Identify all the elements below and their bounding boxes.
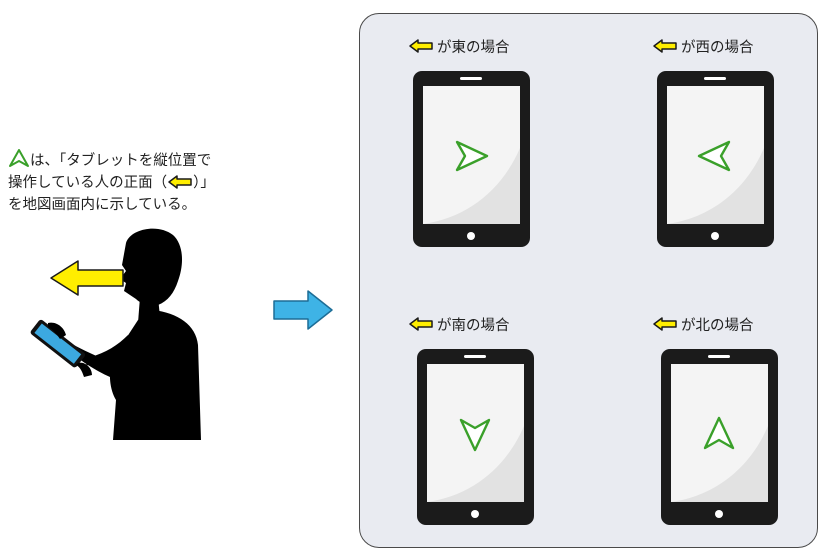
person-silhouette: [30, 228, 201, 440]
tablet-west: [657, 71, 774, 247]
case-label: が北の場合: [652, 314, 823, 334]
case-label: が西の場合: [652, 36, 823, 56]
case-south: が南の場合: [408, 314, 588, 526]
yellow-left-arrow-icon: [653, 317, 677, 331]
person-head: [120, 228, 183, 306]
front-direction-arrow: [50, 260, 124, 296]
tablet-south: [417, 349, 534, 525]
green-marker-icon: [703, 416, 735, 450]
caption-line-3: を地図画面内に示している。: [8, 197, 197, 213]
green-marker-icon: [697, 140, 731, 172]
case-west: が西の場合: [652, 36, 823, 248]
green-marker-icon: [459, 418, 491, 452]
person-body: [109, 310, 201, 440]
green-marker-icon: [9, 149, 29, 167]
case-label: が南の場合: [408, 314, 588, 334]
yellow-left-arrow-icon: [168, 175, 192, 189]
blue-right-arrow-icon: [273, 290, 333, 330]
yellow-left-arrow-icon: [409, 317, 433, 331]
direction-cases-panel: が東の場合 が西の場合: [359, 13, 818, 548]
yellow-left-arrow-icon: [409, 39, 433, 53]
tablet-north: [661, 349, 778, 525]
explanation-caption: は、「タブレットを縦位置で 操作している人の正面（ ）」 を地図画面内に示してい…: [8, 148, 308, 216]
case-east: が東の場合: [408, 36, 588, 248]
held-tablet: [30, 319, 86, 368]
caption-line-2: 操作している人の正面（ ）」: [8, 175, 215, 191]
person-arm-right: [86, 335, 136, 366]
tablet-east: [413, 71, 530, 247]
case-label: が東の場合: [408, 36, 588, 56]
yellow-left-arrow-icon: [653, 39, 677, 53]
green-marker-icon: [455, 140, 489, 172]
caption-line-1: は、「タブレットを縦位置で: [8, 148, 308, 172]
case-north: が北の場合: [652, 314, 823, 526]
